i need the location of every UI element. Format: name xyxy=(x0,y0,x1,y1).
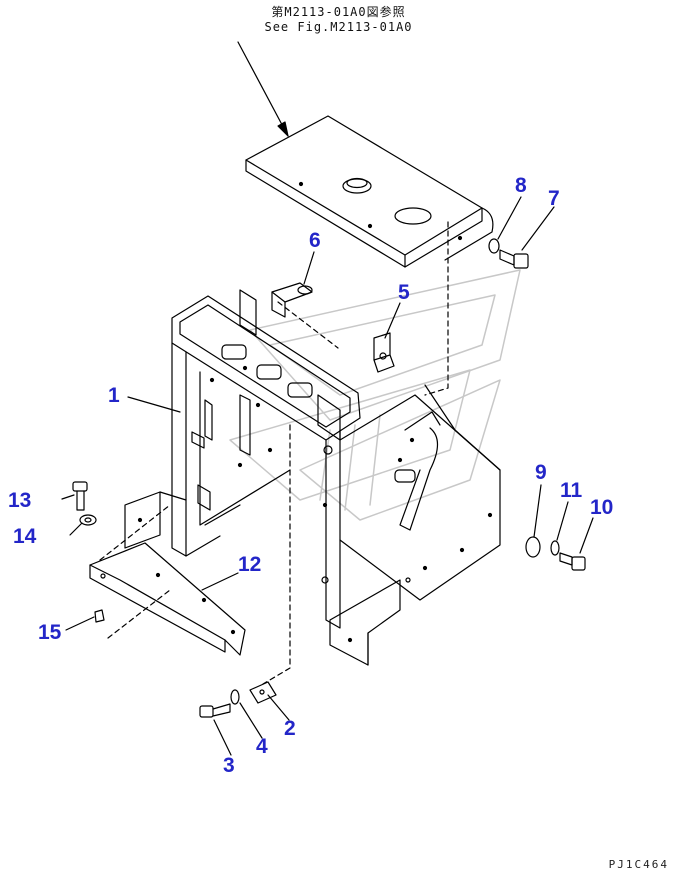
bolt-10 xyxy=(560,553,585,570)
lower-cover-plate xyxy=(90,543,245,655)
right-foot-bracket xyxy=(330,580,400,665)
washer-8 xyxy=(489,239,499,253)
reference-note-jp: 第M2113-01A0図参照 xyxy=(271,5,406,19)
callout-5: 5 xyxy=(398,281,410,304)
callout-14: 14 xyxy=(13,525,37,548)
reference-note-en: See Fig.M2113-01A0 xyxy=(264,20,413,34)
callout-2: 2 xyxy=(284,717,296,740)
callout-6: 6 xyxy=(309,229,321,252)
callout-4: 4 xyxy=(256,735,268,758)
callout-9: 9 xyxy=(535,461,547,484)
bolt-7 xyxy=(500,250,528,268)
main-frame xyxy=(172,290,360,628)
drawing-code: PJ1C464 xyxy=(608,858,669,871)
callout-12: 12 xyxy=(238,553,262,576)
callout-11: 11 xyxy=(560,479,583,502)
callout-10: 10 xyxy=(590,496,614,519)
hinge-bracket xyxy=(272,283,312,317)
small-bracket xyxy=(374,333,394,372)
washer-11 xyxy=(551,541,559,555)
top-cover-plate xyxy=(246,116,493,267)
plate-2 xyxy=(250,682,276,703)
phantom-lines xyxy=(100,222,448,684)
washer-4 xyxy=(231,690,239,704)
callout-8: 8 xyxy=(515,174,527,197)
left-foot-bracket xyxy=(125,492,186,548)
plug-9 xyxy=(526,537,540,557)
washer-14 xyxy=(80,515,96,525)
callout-15: 15 xyxy=(38,621,62,644)
side-panel xyxy=(340,385,500,600)
callout-13: 13 xyxy=(8,489,32,512)
reference-leader xyxy=(238,42,288,136)
leader-lines xyxy=(62,197,593,755)
bolt-13 xyxy=(73,482,87,510)
callout-7: 7 xyxy=(548,187,560,210)
callout-3: 3 xyxy=(223,754,235,777)
watermark-logo xyxy=(230,270,520,520)
callout-1: 1 xyxy=(108,384,120,407)
bolt-3 xyxy=(200,704,230,717)
clip xyxy=(95,610,104,622)
